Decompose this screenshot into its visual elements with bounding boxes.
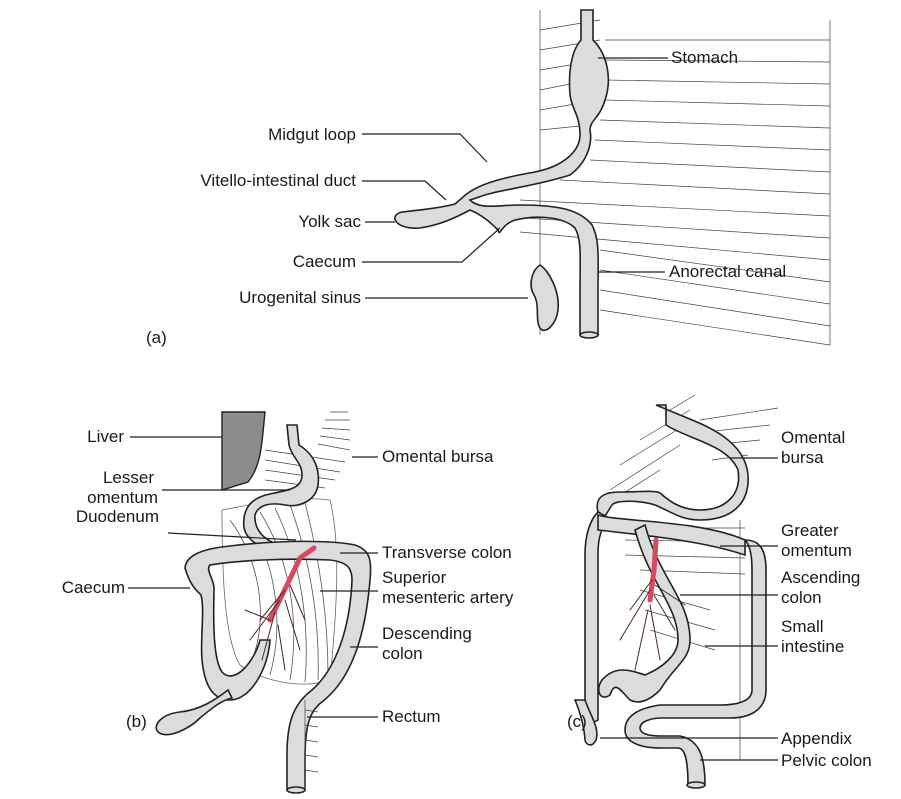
stomach-shape (395, 10, 608, 335)
label-omental-bursa-b: Omental bursa (382, 447, 494, 466)
label-omental-bursa-c-1: Omental (781, 428, 845, 447)
panel-tag-b: (b) (126, 712, 147, 731)
yolk-stalk-b (156, 690, 232, 735)
label-vitello-intestinal-duct: Vitello-intestinal duct (200, 171, 356, 190)
label-liver: Liver (87, 427, 124, 446)
label-descending-1: Descending (382, 624, 472, 643)
label-transverse-colon: Transverse colon (382, 543, 512, 562)
label-pelvic-colon: Pelvic colon (781, 751, 872, 770)
urogenital-sinus-shape (531, 265, 558, 330)
label-caecum-a: Caecum (293, 252, 356, 271)
stomach-c (597, 405, 748, 520)
label-midgut-loop: Midgut loop (268, 125, 356, 144)
transverse-c (598, 515, 745, 555)
label-caecum-b: Caecum (62, 578, 125, 597)
label-ascending-1: Ascending (781, 568, 860, 587)
label-lesser-omentum-1: Lesser (103, 468, 154, 487)
label-omental-bursa-c-2: bursa (781, 448, 824, 467)
panel-c-drawing (575, 395, 778, 788)
label-small-intestine-2: intestine (781, 637, 844, 656)
label-stomach: Stomach (671, 48, 738, 67)
label-greater-omentum-2: omentum (781, 541, 852, 560)
label-greater-omentum-1: Greater (781, 521, 839, 540)
anorectal-end (580, 332, 598, 338)
panel-a-drawing (362, 10, 830, 345)
label-descending-2: colon (382, 644, 423, 663)
label-duodenum: Duodenum (76, 507, 159, 526)
label-anorectal-canal: Anorectal canal (669, 262, 786, 281)
panel-tag-c: (c) (567, 712, 587, 731)
liver-shape (222, 412, 265, 490)
label-urogenital-sinus: Urogenital sinus (239, 288, 361, 307)
label-superior-2: mesenteric artery (382, 588, 513, 607)
label-rectum: Rectum (382, 707, 441, 726)
label-appendix: Appendix (781, 729, 852, 748)
mesentery-b (222, 499, 337, 684)
panel-b-drawing (128, 412, 378, 793)
label-superior-1: Superior (382, 568, 446, 587)
label-small-intestine-1: Small (781, 617, 824, 636)
label-lesser-omentum-2: omentum (87, 488, 158, 507)
small-intestine-c (599, 525, 690, 702)
label-ascending-2: colon (781, 588, 822, 607)
label-yolk-sac: Yolk sac (298, 212, 361, 231)
panel-tag-a: (a) (146, 328, 167, 347)
